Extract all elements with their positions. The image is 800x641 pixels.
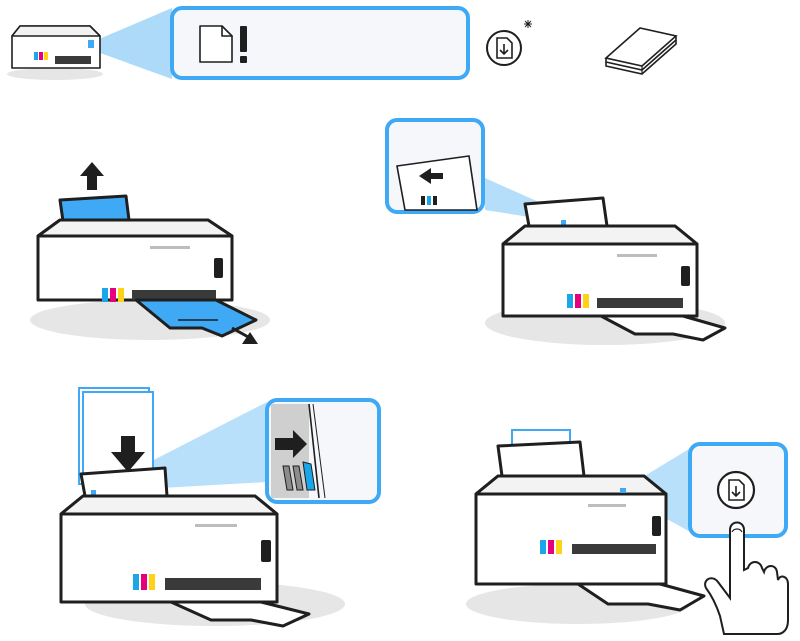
step-press-resume-button xyxy=(466,420,790,635)
paper-stack-icon xyxy=(604,27,678,75)
insert-paper-svg xyxy=(59,387,381,628)
guide-ridges xyxy=(421,196,437,205)
arrow-up-icon xyxy=(80,162,104,190)
blink-light-icon xyxy=(524,20,532,28)
press-resume-svg xyxy=(466,429,789,635)
step-slide-paper-guide-left xyxy=(385,118,735,356)
alert-row-svg xyxy=(7,6,678,80)
step-out-of-paper-alert xyxy=(0,0,800,95)
step-open-input-and-output-trays xyxy=(20,150,290,360)
arrow-left-icon xyxy=(419,168,443,184)
arrow-right-icon xyxy=(275,430,307,458)
resume-button-icon xyxy=(716,470,756,510)
pointing-hand-icon xyxy=(704,521,789,635)
mini-printer-illustration xyxy=(7,25,103,80)
paper-guide-svg xyxy=(385,118,727,345)
step-insert-paper-stack xyxy=(55,382,385,632)
arrow-down-icon xyxy=(111,436,145,472)
open-trays-svg xyxy=(30,162,270,344)
zoom-beam xyxy=(92,8,172,79)
guide-ridges xyxy=(282,461,316,491)
resume-document-icon xyxy=(486,20,532,66)
arrow-pull-out-icon xyxy=(231,326,258,344)
paper-error-icon xyxy=(199,25,247,63)
